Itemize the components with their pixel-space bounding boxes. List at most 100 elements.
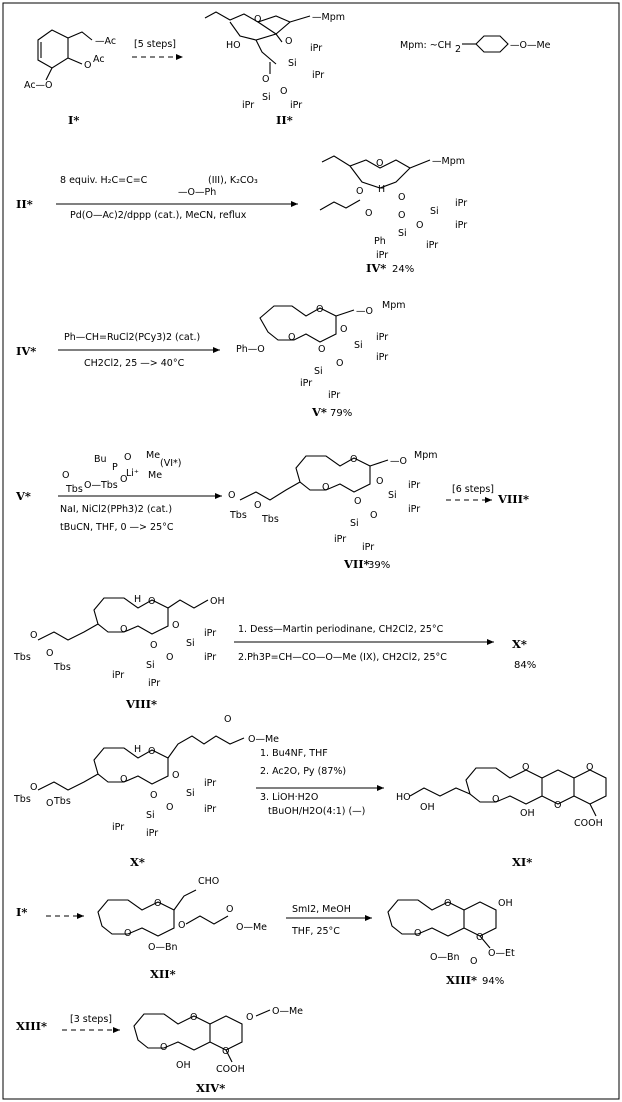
svg-text:O: O — [398, 192, 405, 203]
svg-text:OH: OH — [176, 1060, 191, 1071]
svg-text:O: O — [376, 158, 383, 169]
svg-text:Si: Si — [186, 638, 195, 649]
label-X: X* — [130, 855, 145, 869]
svg-text:H: H — [134, 744, 141, 755]
label-VII: VII* — [343, 557, 370, 571]
label-XIV: XIV* — [196, 1081, 225, 1095]
svg-text:tBuOH/H2O(4:1) (—): tBuOH/H2O(4:1) (—) — [268, 806, 365, 817]
svg-text:Mpm: Mpm — [382, 300, 405, 311]
compound-XI: O O O O HO OH OH COOH XI* — [396, 762, 607, 869]
svg-text:O: O — [365, 208, 372, 219]
svg-text:O: O — [254, 14, 261, 25]
svg-text:2. Ac2O, Py (87%): 2. Ac2O, Py (87%) — [260, 766, 346, 777]
label-I-row7: I* — [16, 905, 27, 919]
svg-text:O: O — [262, 74, 269, 85]
svg-text:NaI, NiCl2(PPh3)2 (cat.): NaI, NiCl2(PPh3)2 (cat.) — [60, 504, 172, 515]
svg-text:O: O — [246, 1012, 253, 1023]
svg-text:O: O — [336, 358, 343, 369]
svg-text:iPr: iPr — [242, 100, 254, 111]
svg-text:O: O — [172, 770, 179, 781]
svg-text:O: O — [444, 898, 451, 909]
svg-text:CH2Cl2, 25 —> 40°C: CH2Cl2, 25 —> 40°C — [84, 358, 185, 369]
svg-text:CHO: CHO — [198, 876, 219, 887]
compound-II: O —Mpm HO O iPr Si iPr O Si O iPr iPr II… — [204, 11, 345, 127]
svg-text:O: O — [148, 746, 155, 757]
svg-text:Ph—CH=RuCl2(PCy3)2 (cat.): Ph—CH=RuCl2(PCy3)2 (cat.) — [64, 332, 200, 343]
svg-text:O: O — [398, 210, 405, 221]
svg-text:iPr: iPr — [426, 240, 438, 251]
svg-text:1. Dess—Martin periodinane, CH: 1. Dess—Martin periodinane, CH2Cl2, 25°C — [238, 624, 444, 635]
svg-text:P: P — [112, 462, 118, 473]
svg-text:—O: —O — [390, 456, 407, 467]
svg-text:iPr: iPr — [334, 534, 346, 545]
compound-X: H O O O O—Me O Tbs O Tbs O Si iPr iPr O … — [13, 714, 279, 869]
acetate-label: —Ac — [95, 36, 116, 47]
svg-text:O: O — [148, 596, 155, 607]
svg-text:Si: Si — [398, 228, 407, 239]
svg-text:—O—Me: —O—Me — [510, 40, 551, 51]
svg-text:iPr: iPr — [376, 250, 388, 261]
svg-text:Me: Me — [146, 450, 160, 461]
svg-text:O: O — [285, 36, 292, 47]
compound-VIII: H O O OH O Tbs O Tbs O Si iPr iPr O Si O… — [13, 594, 225, 711]
svg-text:O: O — [224, 714, 231, 725]
step-arrow-3: Ph—CH=RuCl2(PCy3)2 (cat.) CH2Cl2, 25 —> … — [58, 332, 220, 369]
svg-text:O—Me: O—Me — [272, 1006, 303, 1017]
compound-XIII: O O O OH O—Bn O O—Et XIII* 94% — [387, 898, 515, 987]
svg-text:(III), K₂CO₃: (III), K₂CO₃ — [208, 175, 258, 186]
svg-text:iPr: iPr — [112, 822, 124, 833]
svg-text:Li⁺: Li⁺ — [126, 468, 139, 479]
compound-IV: O —Mpm O H O Ph O Si iPr iPr O Si O iPr … — [319, 155, 467, 275]
svg-text:iPr: iPr — [204, 652, 216, 663]
svg-text:Si: Si — [350, 518, 359, 529]
svg-text:O: O — [414, 928, 421, 939]
label-IV: IV* — [366, 261, 386, 275]
svg-text:O: O — [228, 490, 235, 501]
label-II: II* — [276, 113, 293, 127]
step-arrow-4: NaI, NiCl2(PPh3)2 (cat.) tBuCN, THF, 0 —… — [58, 493, 222, 533]
svg-text:(VI*): (VI*) — [160, 458, 181, 469]
label-I: I* — [68, 113, 79, 127]
label-XI: XI* — [512, 855, 532, 869]
svg-text:O: O — [476, 932, 483, 943]
svg-text:Tbs: Tbs — [65, 484, 83, 495]
svg-text:O: O — [554, 800, 561, 811]
svg-text:[3 steps]: [3 steps] — [70, 1014, 112, 1025]
svg-text:O—Et: O—Et — [488, 948, 515, 959]
step-arrow-1: [5 steps] — [132, 39, 183, 60]
svg-text:H: H — [134, 594, 141, 605]
svg-text:3. LiOH·H2O: 3. LiOH·H2O — [260, 792, 318, 803]
label-IV-row3: IV* — [16, 344, 36, 358]
svg-text:Ph—O: Ph—O — [236, 344, 265, 355]
svg-text:O: O — [254, 500, 261, 511]
svg-text:—Mpm: —Mpm — [312, 12, 345, 23]
svg-text:OH: OH — [520, 808, 535, 819]
svg-text:iPr: iPr — [204, 628, 216, 639]
svg-text:O: O — [178, 920, 185, 931]
svg-text:O—Me: O—Me — [236, 922, 267, 933]
compound-VII: O O —O Mpm O Tbs O Tbs O Si iPr iPr O Si… — [228, 450, 437, 571]
svg-text:O: O — [350, 454, 357, 465]
svg-text:iPr: iPr — [376, 332, 388, 343]
svg-text:Me: Me — [148, 470, 162, 481]
svg-text:94%: 94% — [482, 976, 504, 987]
label-V: V* — [311, 405, 327, 419]
svg-text:O: O — [316, 304, 323, 315]
svg-text:O: O — [124, 452, 131, 463]
compound-V: O O —O Mpm Ph—O O Si iPr iPr O Si O iPr … — [236, 300, 405, 419]
step-arrow-8: [3 steps] — [62, 1014, 120, 1033]
svg-text:O: O — [172, 620, 179, 631]
svg-text:Si: Si — [354, 340, 363, 351]
svg-text:Si: Si — [186, 788, 195, 799]
svg-text:O—Bn: O—Bn — [430, 952, 460, 963]
step-arrow-4b: [6 steps] VIII* — [446, 484, 529, 506]
svg-text:O: O — [46, 798, 53, 809]
svg-text:tBuCN, THF, 0 —> 25°C: tBuCN, THF, 0 —> 25°C — [60, 522, 174, 533]
step-arrow-6: 1. Bu4NF, THF 2. Ac2O, Py (87%) 3. LiOH·… — [256, 748, 384, 817]
svg-text:O: O — [226, 904, 233, 915]
svg-text:O: O — [318, 344, 325, 355]
label-XIII: XIII* — [446, 973, 477, 987]
svg-text:O—Me: O—Me — [248, 734, 279, 745]
svg-text:HO: HO — [226, 40, 241, 51]
svg-text:84%: 84% — [514, 660, 536, 671]
